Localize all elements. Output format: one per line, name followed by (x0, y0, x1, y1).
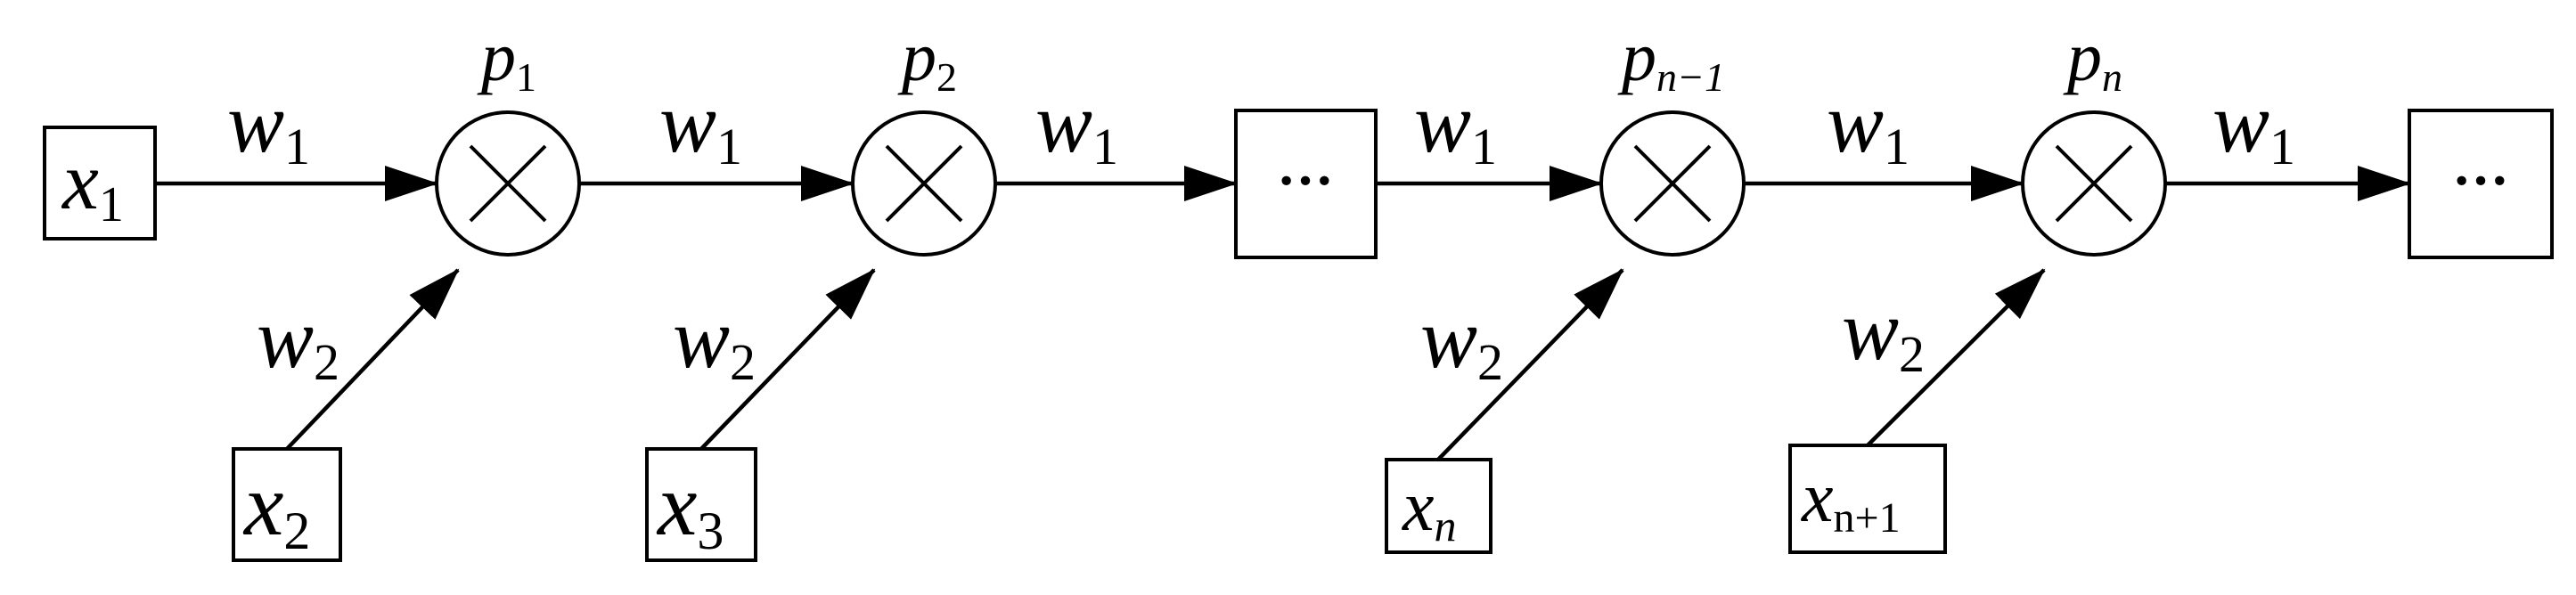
multiply-node-p1 (435, 110, 581, 257)
weight-w1-ellipsis-pn1: w1 (1414, 75, 1497, 175)
label-p1: p1 (477, 18, 536, 100)
label-x3: x3 (656, 455, 724, 560)
weight-w2-x3-p2: w2 (673, 290, 756, 391)
edge-x3-to-p2 (699, 268, 876, 451)
weight-w1-x1-p1: w1 (227, 75, 310, 175)
label-x2: x2 (242, 455, 310, 560)
weight-w2-xn1-pn: w2 (1842, 282, 1925, 383)
label-x1: x1 (61, 135, 124, 232)
label-p2: p2 (897, 18, 957, 100)
input-box-x1 (43, 126, 157, 240)
edge-x2-to-p1 (285, 268, 460, 451)
label-pn: pn (2063, 18, 2122, 100)
label-xn: xn (1402, 468, 1457, 550)
weight-w1-p1-p2: w1 (659, 75, 742, 175)
edge-xn1-to-pn (1866, 268, 2046, 447)
weight-w1-pn-ellipsis: w1 (2212, 75, 2295, 175)
ellipsis-label-2: ··· (2452, 149, 2509, 212)
edge-xn-to-pn1 (1436, 268, 1624, 461)
ellipsis-label-1: ··· (1277, 149, 1334, 212)
input-box-xn1 (1788, 444, 1947, 554)
label-pn1: pn−1 (1617, 18, 1725, 100)
weight-w2-xn-pn1: w2 (1420, 290, 1503, 391)
multiply-node-pn1 (1599, 110, 1746, 257)
multiply-node-pn (2021, 110, 2167, 257)
weight-w2-x2-p1: w2 (257, 290, 339, 391)
label-xn1: xn+1 (1801, 459, 1901, 542)
input-box-x2 (232, 447, 342, 562)
multiply-node-p2 (851, 110, 997, 257)
weight-w1-pn1-pn: w1 (1827, 75, 1910, 175)
weight-w1-p2-ellipsis: w1 (1035, 75, 1118, 175)
ellipsis-box-2 (2408, 109, 2554, 259)
